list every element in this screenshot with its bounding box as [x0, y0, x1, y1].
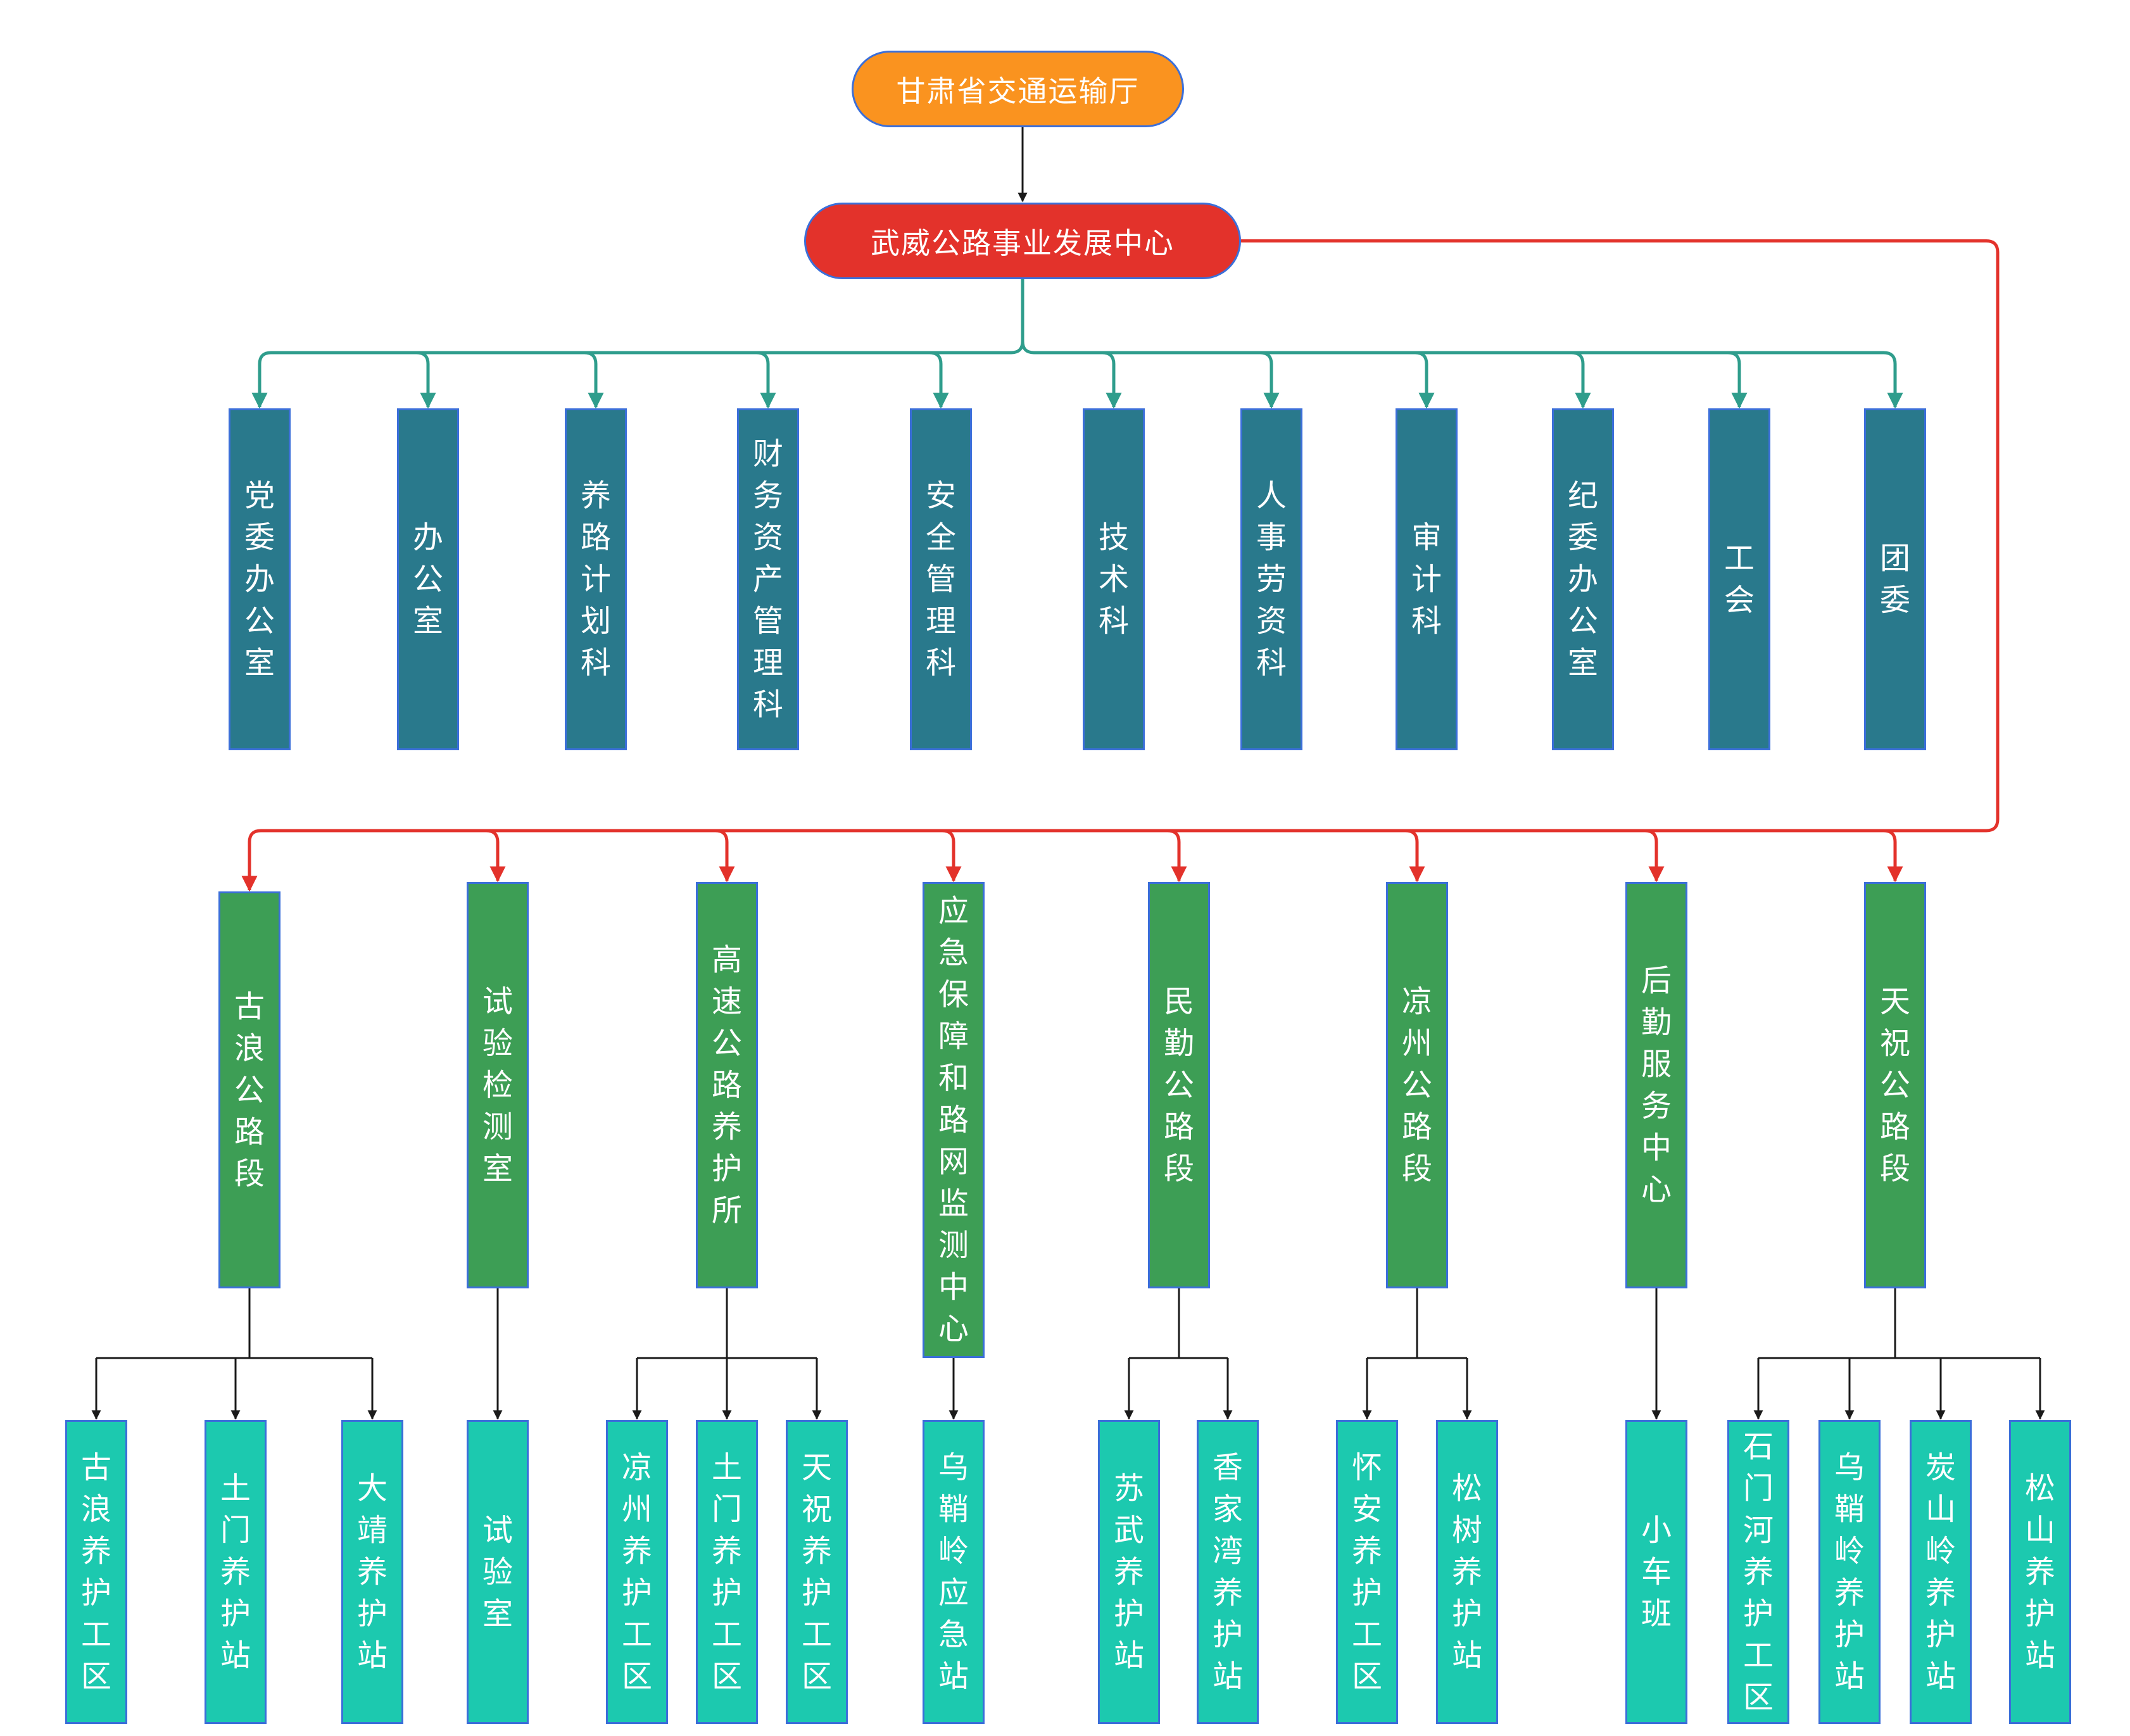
- station-node[interactable]: 苏武养护站: [1098, 1420, 1160, 1724]
- dept-label: 工会: [1724, 541, 1755, 618]
- station-node[interactable]: 炭山岭养护站: [1910, 1420, 1972, 1724]
- station-node[interactable]: 天祝养护工区: [786, 1420, 848, 1724]
- unit-label: 民勤公路段: [1164, 984, 1195, 1186]
- unit-label: 天祝公路段: [1880, 984, 1911, 1186]
- station-label: 乌鞘岭养护站: [1834, 1450, 1865, 1694]
- dept-label: 技术科: [1099, 520, 1130, 639]
- center-node-wuwei-highway-center[interactable]: 武威公路事业发展中心: [804, 203, 1241, 279]
- dept-drop-line: [1415, 351, 1435, 409]
- unit-node[interactable]: 后勤服务中心: [1625, 882, 1687, 1288]
- station-node[interactable]: 松树养护站: [1436, 1420, 1498, 1724]
- dept-drop-line: [1571, 351, 1591, 409]
- dept-drop-line: [1727, 351, 1748, 409]
- station-label: 松山养护站: [2025, 1471, 2056, 1673]
- station-label: 试验室: [482, 1513, 514, 1632]
- station-node[interactable]: 试验室: [467, 1420, 529, 1724]
- dept-drop-line: [416, 351, 436, 409]
- station-label: 凉州养护工区: [622, 1450, 653, 1694]
- unit-drop-line: [715, 829, 735, 883]
- unit-node[interactable]: 天祝公路段: [1864, 882, 1926, 1288]
- dept-label: 安全管理科: [926, 478, 957, 681]
- dept-node[interactable]: 财务资产管理科: [737, 408, 799, 750]
- unit-label: 古浪公路段: [234, 988, 265, 1192]
- station-node[interactable]: 松山养护站: [2009, 1420, 2071, 1724]
- unit-bus-red: [248, 239, 2000, 843]
- dept-node[interactable]: 党委办公室: [229, 408, 291, 750]
- unit-label: 高速公路养护所: [712, 942, 743, 1228]
- dept-drop-line: [1259, 351, 1280, 409]
- station-node[interactable]: 乌鞘岭应急站: [923, 1420, 985, 1724]
- unit-label: 凉州公路段: [1402, 984, 1433, 1186]
- station-node[interactable]: 古浪养护工区: [65, 1420, 127, 1724]
- station-label: 土门养护工区: [712, 1450, 743, 1694]
- dept-bus-right: [1021, 341, 1897, 365]
- station-node[interactable]: 香家湾养护站: [1197, 1420, 1259, 1724]
- dept-node[interactable]: 纪委办公室: [1552, 408, 1614, 750]
- station-label: 古浪养护工区: [81, 1450, 112, 1694]
- dept-label: 团委: [1880, 541, 1911, 618]
- station-node[interactable]: 小车班: [1625, 1420, 1687, 1724]
- station-label: 松树养护站: [1452, 1471, 1483, 1673]
- unit-label: 应急保障和路网监测中心: [938, 893, 969, 1347]
- top-node-label: 甘肃省交通运输厅: [896, 73, 1140, 108]
- dept-drop-line: [756, 351, 776, 409]
- station-label: 大靖养护站: [357, 1471, 388, 1673]
- station-label: 土门养护站: [220, 1471, 251, 1673]
- unit-label: 后勤服务中心: [1641, 963, 1672, 1207]
- unit-node[interactable]: 民勤公路段: [1148, 882, 1210, 1288]
- station-label: 苏武养护站: [1114, 1471, 1145, 1673]
- unit-drop-line: [1405, 829, 1425, 883]
- unit-node[interactable]: 试验检测室: [467, 882, 529, 1288]
- unit-drop-line: [1644, 829, 1665, 883]
- unit-node[interactable]: 应急保障和路网监测中心: [923, 882, 985, 1358]
- station-label: 天祝养护工区: [802, 1450, 833, 1694]
- dept-node[interactable]: 安全管理科: [910, 408, 972, 750]
- unit-drop-line: [486, 829, 506, 883]
- top-node-transport-department[interactable]: 甘肃省交通运输厅: [852, 51, 1184, 127]
- station-node[interactable]: 土门养护站: [205, 1420, 267, 1724]
- station-node[interactable]: 凉州养护工区: [606, 1420, 668, 1724]
- dept-label: 纪委办公室: [1568, 478, 1599, 681]
- unit-node[interactable]: 高速公路养护所: [696, 882, 758, 1288]
- station-label: 小车班: [1641, 1513, 1672, 1632]
- dept-node[interactable]: 养路计划科: [565, 408, 627, 750]
- dept-label: 财务资产管理科: [753, 436, 784, 722]
- dept-label: 党委办公室: [244, 478, 275, 681]
- dept-node[interactable]: 技术科: [1083, 408, 1145, 750]
- unit-drop-line: [1883, 829, 1903, 883]
- unit-node[interactable]: 凉州公路段: [1386, 882, 1448, 1288]
- dept-drop-line: [1102, 351, 1122, 409]
- dept-drop-line: [929, 351, 949, 409]
- dept-node[interactable]: 人事劳资科: [1240, 408, 1302, 750]
- dept-label: 养路计划科: [581, 478, 612, 681]
- dept-node[interactable]: 审计科: [1396, 408, 1458, 750]
- station-node[interactable]: 大靖养护站: [341, 1420, 403, 1724]
- center-node-label: 武威公路事业发展中心: [871, 225, 1175, 260]
- station-label: 香家湾养护站: [1213, 1450, 1244, 1694]
- station-label: 炭山岭养护站: [1925, 1450, 1957, 1694]
- dept-label: 人事劳资科: [1256, 478, 1287, 681]
- dept-node[interactable]: 办公室: [397, 408, 459, 750]
- dept-node[interactable]: 工会: [1708, 408, 1770, 750]
- unit-node[interactable]: 古浪公路段: [218, 891, 280, 1288]
- station-node[interactable]: 石门河养护工区: [1727, 1420, 1789, 1724]
- station-node[interactable]: 土门养护工区: [696, 1420, 758, 1724]
- unit-drop-line: [1167, 829, 1187, 883]
- dept-label: 办公室: [413, 520, 444, 639]
- dept-drop-line: [584, 351, 604, 409]
- dept-bus-left: [258, 279, 1024, 365]
- unit-drop-line: [942, 829, 962, 883]
- station-node[interactable]: 怀安养护工区: [1336, 1420, 1398, 1724]
- station-label: 怀安养护工区: [1352, 1450, 1383, 1694]
- station-label: 石门河养护工区: [1743, 1429, 1774, 1715]
- dept-label: 审计科: [1411, 520, 1442, 639]
- station-label: 乌鞘岭应急站: [938, 1450, 969, 1694]
- unit-label: 试验检测室: [482, 984, 514, 1186]
- station-node[interactable]: 乌鞘岭养护站: [1818, 1420, 1881, 1724]
- dept-node[interactable]: 团委: [1864, 408, 1926, 750]
